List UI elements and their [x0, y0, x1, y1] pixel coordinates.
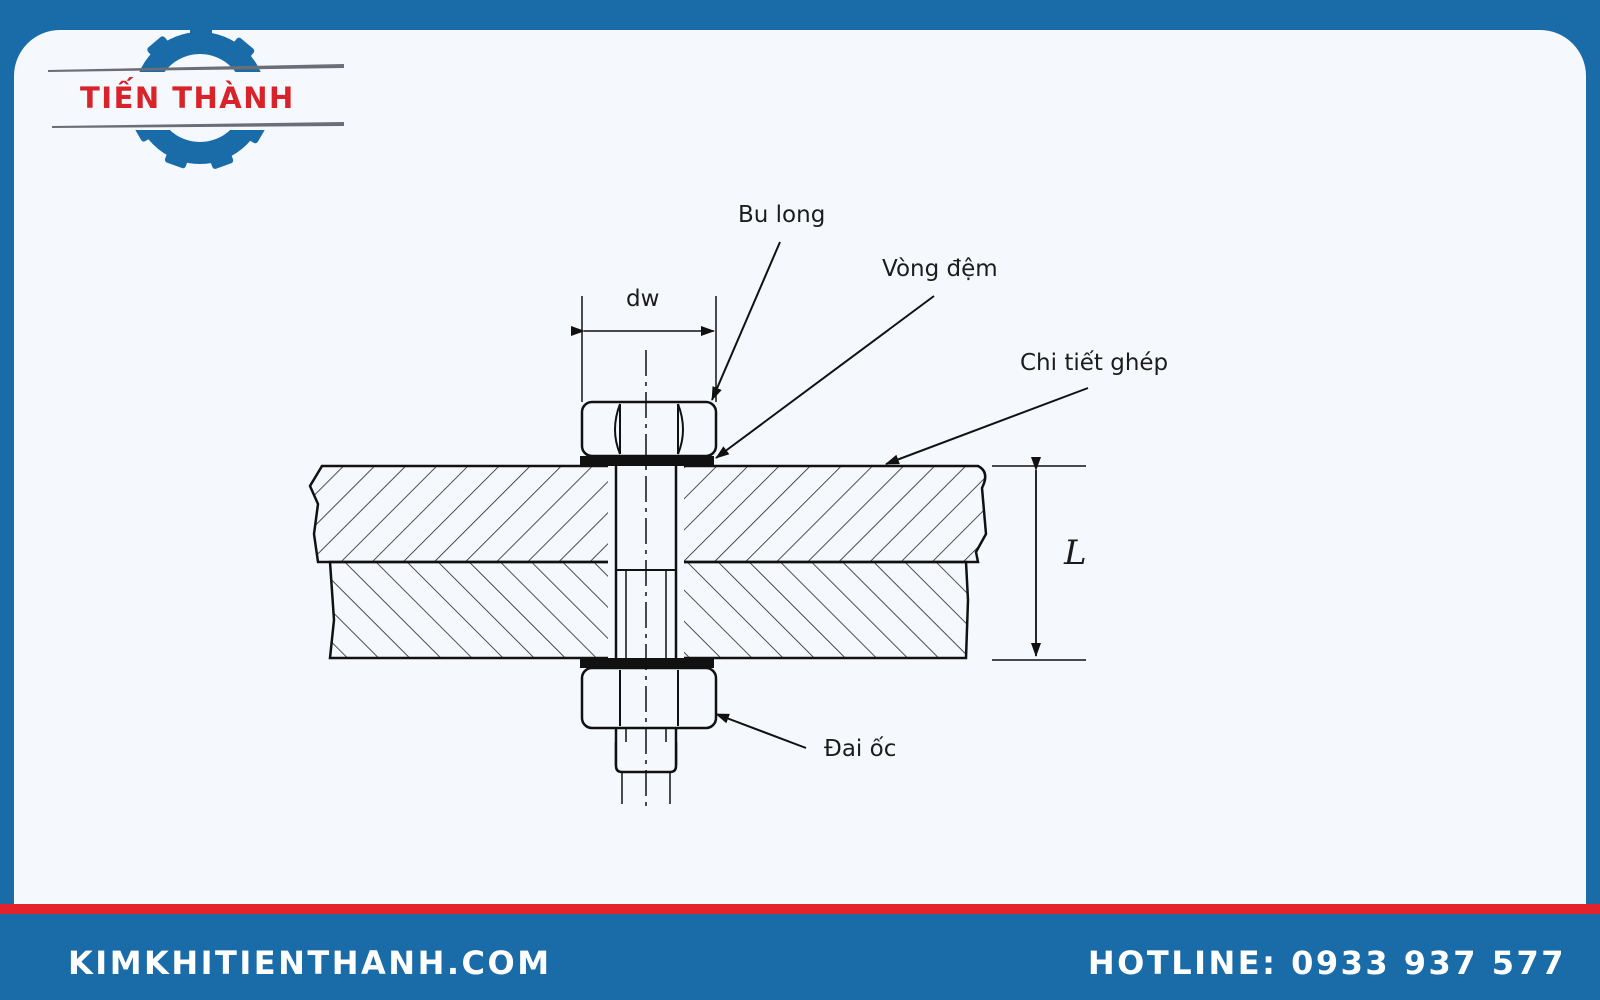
dw-label: dw — [626, 286, 659, 312]
washer-leader — [715, 295, 935, 459]
swoosh-stripes — [48, 64, 344, 128]
bolt-label: Bu long — [738, 202, 825, 228]
footer-accent-strip — [0, 904, 1600, 914]
washer-bottom — [580, 658, 714, 668]
logo-brand-text: TIẾN THÀNH — [80, 78, 295, 115]
joined-part-label: Chi tiết ghép — [1020, 350, 1168, 376]
washer-top — [580, 456, 714, 466]
footer-bar: KIMKHITIENTHANH.COM HOTLINE: 0933 937 57… — [0, 914, 1600, 1000]
bolt-head — [580, 400, 718, 458]
tien-thanh-logo: TIẾN THÀNH — [48, 26, 344, 169]
l-label: L — [1063, 533, 1087, 573]
washer-label: Vòng đệm — [882, 256, 998, 282]
nut — [580, 666, 718, 730]
nut-leader — [715, 713, 807, 749]
nut-label: Đai ốc — [824, 736, 896, 762]
bolt-leader — [711, 241, 781, 401]
website-link[interactable]: KIMKHITIENTHANH.COM — [68, 944, 552, 982]
gear-icon — [74, 26, 344, 169]
hotline-text: HOTLINE: 0933 937 577 — [1087, 944, 1566, 982]
joined-part-leader — [885, 387, 1089, 465]
